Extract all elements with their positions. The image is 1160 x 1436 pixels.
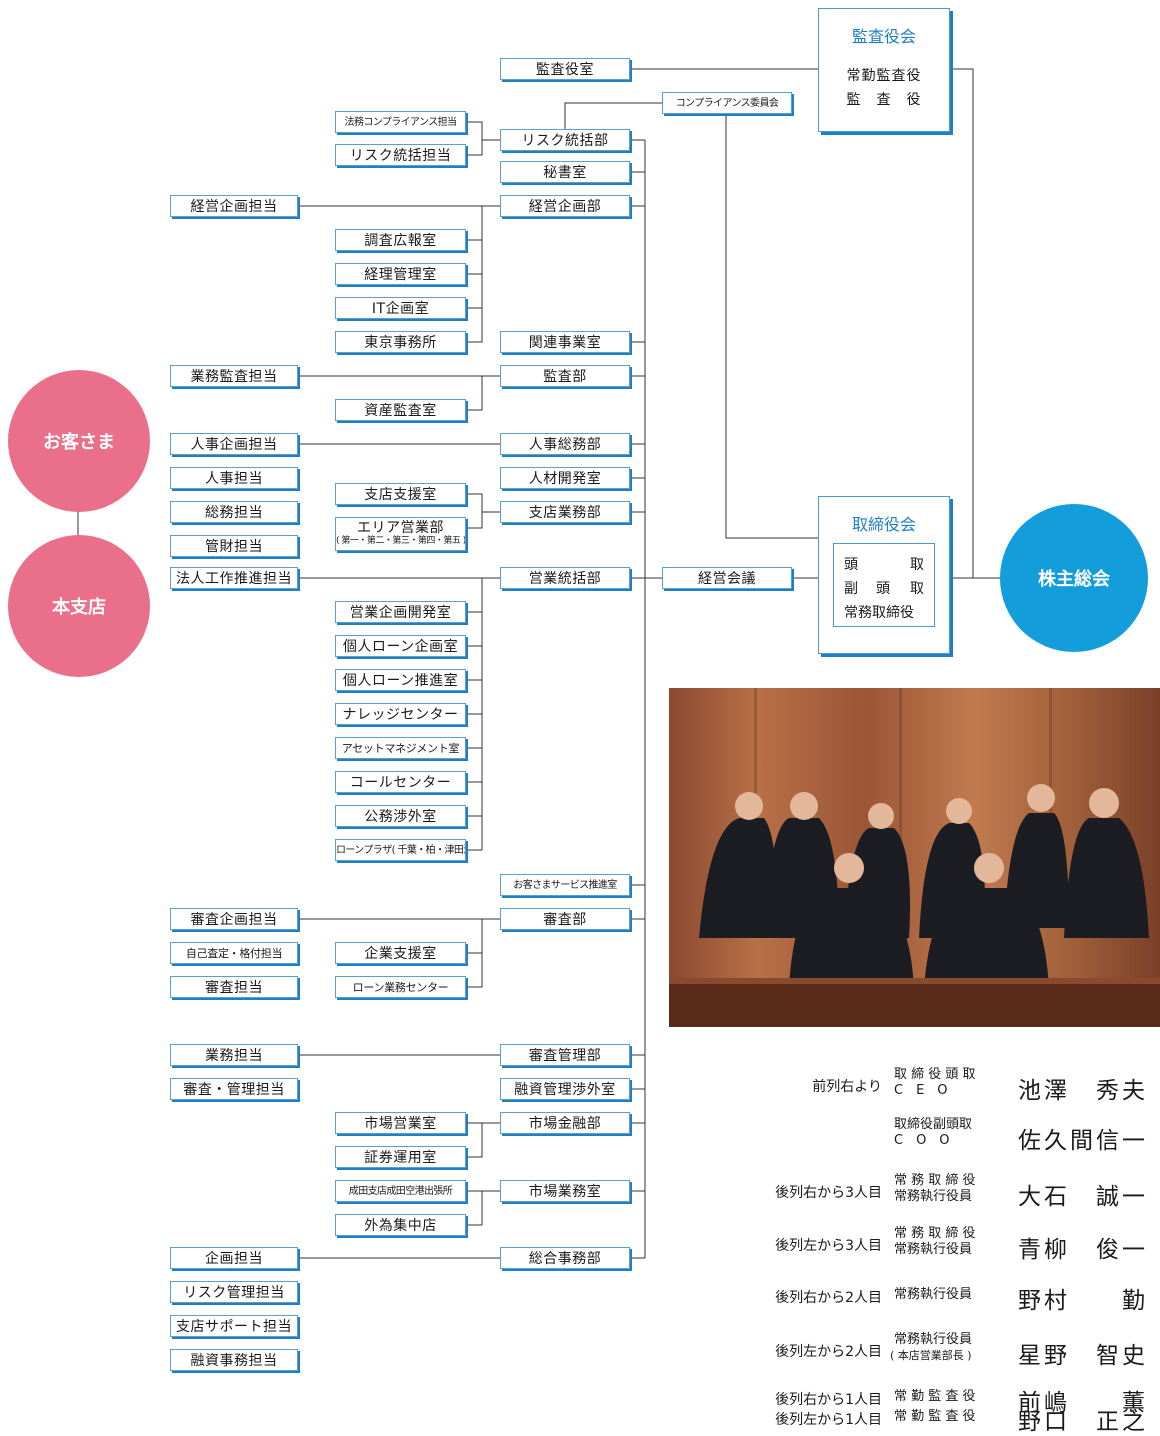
- legal-compliance-box[interactable]: 法務コンプライアンス担当: [335, 111, 466, 133]
- compliance-committee-box[interactable]: コンプライアンス委員会: [662, 92, 792, 114]
- auditors-board-line2: 監 査 役: [846, 92, 922, 108]
- narita-box[interactable]: 成田支店成田空港出張所: [335, 1180, 466, 1202]
- executives-photo: [669, 688, 1160, 1027]
- branch-support-staff-box[interactable]: 支店サポート担当: [170, 1315, 298, 1337]
- directors-board-title: 取締役会: [851, 515, 916, 534]
- hr-staff-box[interactable]: 人事担当: [170, 467, 298, 489]
- hr-general-box[interactable]: 人事総務部: [500, 433, 630, 455]
- asset-audit-box[interactable]: 資産監査室: [335, 399, 466, 421]
- hr-planning-box[interactable]: 人事企画担当: [170, 433, 298, 455]
- ops-staff-box[interactable]: 業務担当: [170, 1044, 298, 1066]
- accounting-mgmt-box[interactable]: 経理管理室: [335, 263, 466, 285]
- risk-mgmt-staff-box[interactable]: リスク管理担当: [170, 1281, 298, 1303]
- planning-dept-box[interactable]: 経営企画部: [500, 195, 630, 217]
- sales-planning-box[interactable]: 営業企画開発室: [335, 601, 466, 623]
- auditors-board-line1: 常勤監査役: [846, 68, 922, 84]
- tokyo-office-box[interactable]: 東京事務所: [335, 331, 466, 353]
- loan-admin-staff-box[interactable]: 融資事務担当: [170, 1349, 298, 1371]
- loan-ops-center-box[interactable]: ローン業務センター: [335, 976, 466, 998]
- credit-admin-staff-box[interactable]: 審査・管理担当: [170, 1078, 298, 1100]
- knowledge-center-box[interactable]: ナレッジセンター: [335, 703, 466, 725]
- affiliates-box[interactable]: 関連事業室: [500, 331, 630, 353]
- corporate-promo-box[interactable]: 法人工作推進担当: [170, 567, 298, 589]
- asset-mgmt-box[interactable]: アセットマネジメント室: [335, 737, 466, 759]
- mgmt-meeting-box[interactable]: 経営会議: [662, 567, 792, 589]
- loan-plaza-box[interactable]: ローンプラザ( 千葉・柏・津田沼 ): [335, 839, 466, 861]
- audit-office-box[interactable]: 監査役室: [500, 58, 630, 80]
- branches-circle: 本支店: [8, 535, 150, 677]
- property-mgmt-box[interactable]: 管財担当: [170, 535, 298, 557]
- planning-staff-box[interactable]: 経営企画担当: [170, 195, 298, 217]
- credit-dept-box[interactable]: 審査部: [500, 908, 630, 930]
- area-sales-sub: ( 第一・第二・第三・第四・第五 ): [336, 536, 466, 546]
- call-center-box[interactable]: コールセンター: [335, 771, 466, 793]
- shareholders-circle: 株主総会: [1000, 504, 1148, 652]
- personal-loan-planning-box[interactable]: 個人ローン企画室: [335, 635, 466, 657]
- corp-support-box[interactable]: 企業支援室: [335, 942, 466, 964]
- general-affairs-box[interactable]: 総務担当: [170, 501, 298, 523]
- area-sales-box[interactable]: エリア営業部 ( 第一・第二・第三・第四・第五 ): [335, 517, 466, 551]
- research-pr-box[interactable]: 調査広報室: [335, 229, 466, 251]
- planning2-staff-box[interactable]: 企画担当: [170, 1247, 298, 1269]
- risk-control-dept-box[interactable]: リスク統括部: [500, 129, 630, 151]
- area-sales-label: エリア営業部: [357, 520, 444, 536]
- secretary-box[interactable]: 秘書室: [500, 161, 630, 183]
- it-planning-box[interactable]: IT企画室: [335, 297, 466, 319]
- credit-admin-dept-box[interactable]: 審査管理部: [500, 1044, 630, 1066]
- customer-service-box[interactable]: お客さまサービス推進室: [500, 874, 630, 896]
- branch-support-room-box[interactable]: 支店支援室: [335, 483, 466, 505]
- credit-planning-staff-box[interactable]: 審査企画担当: [170, 908, 298, 930]
- securities-box[interactable]: 証券運用室: [335, 1146, 466, 1168]
- market-ops-box[interactable]: 市場業務室: [500, 1180, 630, 1202]
- directors-board: 取締役会 頭 取 副 頭 取 常務取締役: [818, 496, 950, 654]
- loan-mgmt-box[interactable]: 融資管理渉外室: [500, 1078, 630, 1100]
- personal-loan-promo-box[interactable]: 個人ローン推進室: [335, 669, 466, 691]
- customers-circle: お客さま: [8, 370, 150, 512]
- auditors-board: 監査役会 常勤監査役 監 査 役: [818, 8, 950, 132]
- branch-ops-box[interactable]: 支店業務部: [500, 501, 630, 523]
- fx-center-box[interactable]: 外為集中店: [335, 1214, 466, 1236]
- market-sales-box[interactable]: 市場営業室: [335, 1112, 466, 1134]
- sales-control-box[interactable]: 営業統括部: [500, 567, 630, 589]
- directors-list: 頭 取 副 頭 取 常務取締役: [833, 543, 935, 627]
- admin-dept-box[interactable]: 総合事務部: [500, 1247, 630, 1269]
- public-affairs-box[interactable]: 公務渉外室: [335, 805, 466, 827]
- market-finance-box[interactable]: 市場金融部: [500, 1112, 630, 1134]
- audit-dept-box[interactable]: 監査部: [500, 365, 630, 387]
- credit-staff-box[interactable]: 審査担当: [170, 976, 298, 998]
- self-assessment-box[interactable]: 自己査定・格付担当: [170, 942, 298, 964]
- risk-control-staff-box[interactable]: リスク統括担当: [335, 144, 466, 166]
- audit-staff-box[interactable]: 業務監査担当: [170, 365, 298, 387]
- talent-dev-box[interactable]: 人材開発室: [500, 467, 630, 489]
- auditors-board-title: 監査役会: [851, 27, 916, 46]
